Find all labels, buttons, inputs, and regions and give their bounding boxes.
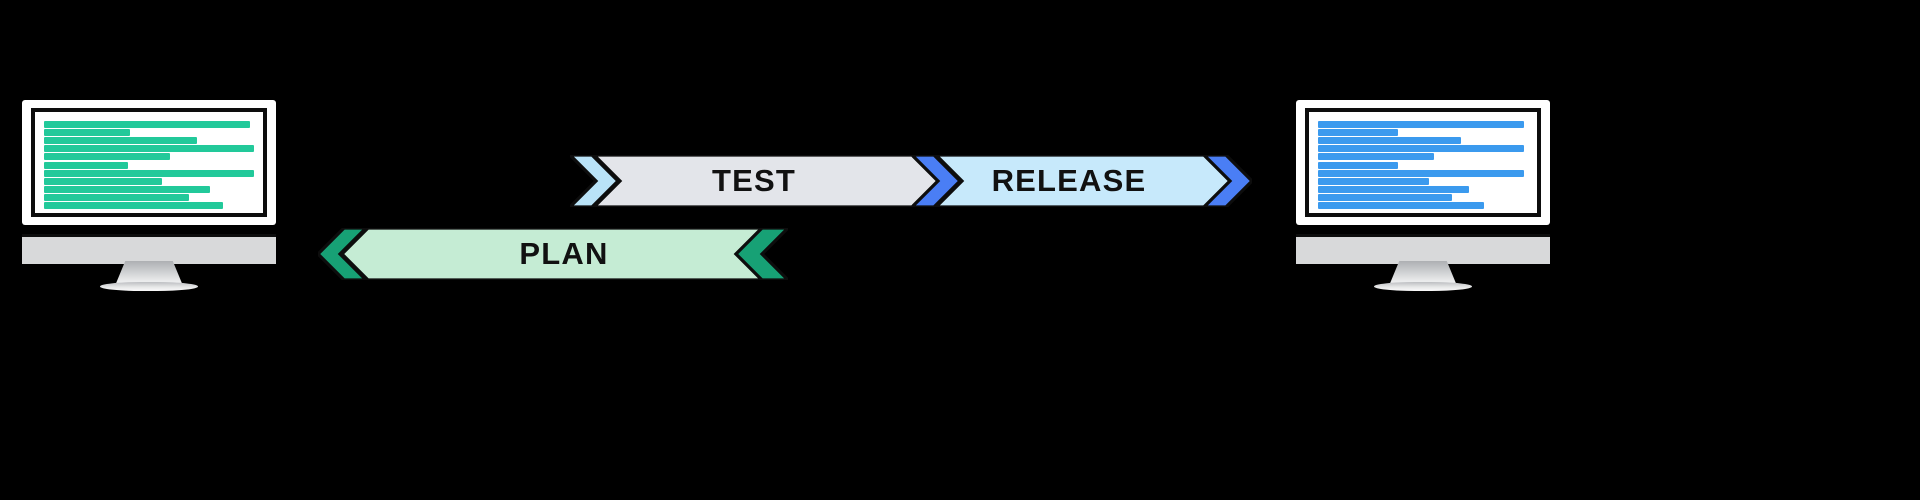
code-line (44, 169, 254, 177)
banner-plan-shape (318, 228, 788, 280)
code-line (1318, 145, 1524, 153)
code-line (44, 185, 210, 193)
monitor-left (22, 100, 276, 291)
code-line (44, 129, 131, 137)
code-line (44, 177, 162, 185)
code-line (1318, 169, 1524, 177)
code-line (44, 161, 128, 169)
code-line (1318, 137, 1461, 145)
code-line (1318, 153, 1434, 161)
banner-release[interactable]: RELEASE (912, 155, 1252, 207)
monitor-left-stand-foot (100, 282, 198, 291)
banner-plan[interactable]: PLAN (318, 228, 788, 280)
banner-test-shape (570, 155, 938, 207)
code-line (1318, 121, 1524, 128)
banner-plan-label: PLAN (519, 236, 609, 271)
banner-release-label: RELEASE (991, 163, 1147, 198)
monitor-left-screen (35, 112, 263, 213)
code-line (44, 202, 223, 209)
code-line (44, 145, 254, 153)
code-line (44, 121, 250, 128)
code-line (44, 137, 198, 145)
banner-release-shape (912, 155, 1252, 207)
code-line (1318, 202, 1484, 209)
code-line (1318, 129, 1398, 137)
banner-test[interactable]: TEST (570, 155, 938, 207)
code-line (1318, 177, 1430, 185)
monitor-right (1296, 100, 1550, 291)
banner-test-label: TEST (711, 163, 797, 198)
code-line (44, 193, 189, 201)
monitor-right-screen (1309, 112, 1537, 213)
monitor-right-stand-foot (1374, 282, 1472, 291)
code-line (1318, 161, 1398, 169)
code-line (1318, 193, 1453, 201)
code-line (1318, 185, 1470, 193)
monitor-right-stand-base (1296, 234, 1550, 264)
monitor-left-stand-base (22, 234, 276, 264)
code-line (44, 153, 170, 161)
